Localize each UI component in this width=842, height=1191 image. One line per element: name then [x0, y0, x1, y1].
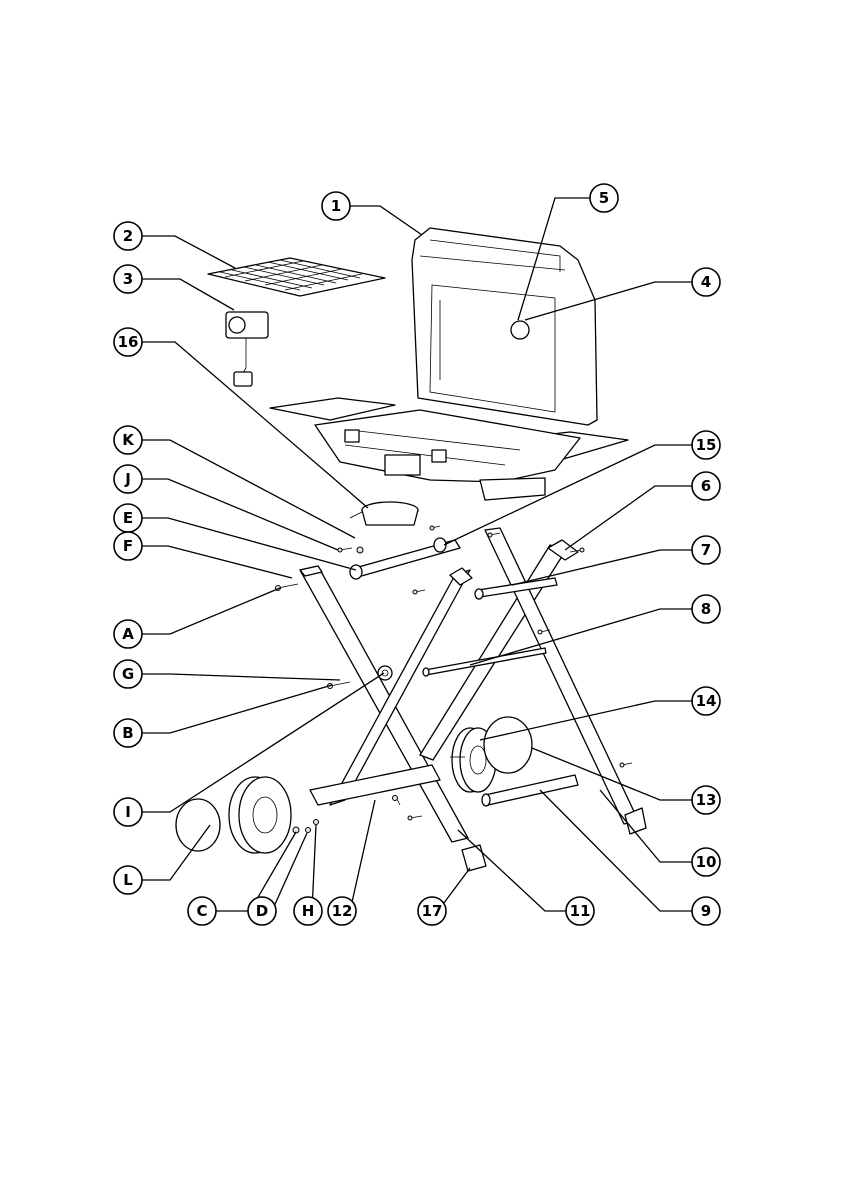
- callout-label: K: [122, 431, 135, 449]
- callout-C: C: [188, 897, 216, 925]
- callout-label: H: [302, 902, 315, 920]
- callout-3: 3: [114, 265, 142, 293]
- callout-11: 11: [566, 897, 594, 925]
- callout-7: 7: [692, 536, 720, 564]
- grill-lid: [412, 228, 597, 425]
- callout-2: 2: [114, 222, 142, 250]
- callout-label: 4: [701, 273, 711, 291]
- callout-label: C: [196, 902, 207, 920]
- callout-label: L: [123, 871, 133, 889]
- callout-K: K: [114, 426, 142, 454]
- callout-4: 4: [692, 268, 720, 296]
- cooking-grate: [208, 258, 385, 296]
- callout-13: 13: [692, 786, 720, 814]
- callout-label: 5: [599, 189, 609, 207]
- callout-label: 6: [701, 477, 711, 495]
- callout-L: L: [114, 866, 142, 894]
- left-wheel: [229, 777, 291, 853]
- callout-I: I: [114, 798, 142, 826]
- pivot-washer: [378, 666, 392, 680]
- callout-label: 1: [331, 197, 341, 215]
- callout-1: 1: [322, 192, 350, 220]
- callout-16: 16: [114, 328, 142, 356]
- callout-label: 13: [696, 791, 717, 809]
- wheel-axle: [482, 775, 578, 806]
- callout-label: 7: [701, 541, 711, 559]
- callout-10: 10: [692, 848, 720, 876]
- callout-6: 6: [692, 472, 720, 500]
- callout-label: E: [123, 509, 133, 527]
- foot-cap-front: [462, 845, 486, 871]
- callout-label: 15: [696, 436, 717, 454]
- right-leg: [330, 570, 470, 805]
- callout-label: G: [122, 665, 134, 683]
- callout-label: 11: [570, 902, 591, 920]
- hub-cap-right: [484, 717, 532, 773]
- callout-label: 10: [696, 853, 717, 871]
- callout-label: 14: [696, 692, 717, 710]
- callout-G: G: [114, 660, 142, 688]
- gas-regulator: [226, 312, 268, 386]
- drip-tray: [350, 502, 418, 525]
- callout-B: B: [114, 719, 142, 747]
- callout-label: 3: [123, 270, 133, 288]
- callout-J: J: [114, 465, 142, 493]
- top-crossbar: [350, 538, 460, 579]
- callout-label: I: [125, 803, 131, 821]
- callout-label: D: [256, 902, 268, 920]
- callout-label: A: [122, 625, 134, 643]
- callout-E: E: [114, 504, 142, 532]
- callout-label: J: [124, 470, 131, 488]
- callout-label: 2: [123, 227, 133, 245]
- callout-5: 5: [590, 184, 618, 212]
- callout-9: 9: [692, 897, 720, 925]
- callout-label: B: [122, 724, 133, 742]
- callout-label: 17: [422, 902, 443, 920]
- callout-label: 16: [118, 333, 139, 351]
- hub-cap-left: [176, 799, 220, 851]
- callout-8: 8: [692, 595, 720, 623]
- callout-label: 8: [701, 600, 711, 618]
- callout-17: 17: [418, 897, 446, 925]
- callout-15: 15: [692, 431, 720, 459]
- callout-F: F: [114, 532, 142, 560]
- callout-12: 12: [328, 897, 356, 925]
- callout-label: F: [123, 537, 133, 555]
- temperature-gauge: [511, 321, 529, 339]
- callout-14: 14: [692, 687, 720, 715]
- callout-A: A: [114, 620, 142, 648]
- callout-D: D: [248, 897, 276, 925]
- callout-label: 9: [701, 902, 711, 920]
- callout-H: H: [294, 897, 322, 925]
- callout-label: 12: [332, 902, 353, 920]
